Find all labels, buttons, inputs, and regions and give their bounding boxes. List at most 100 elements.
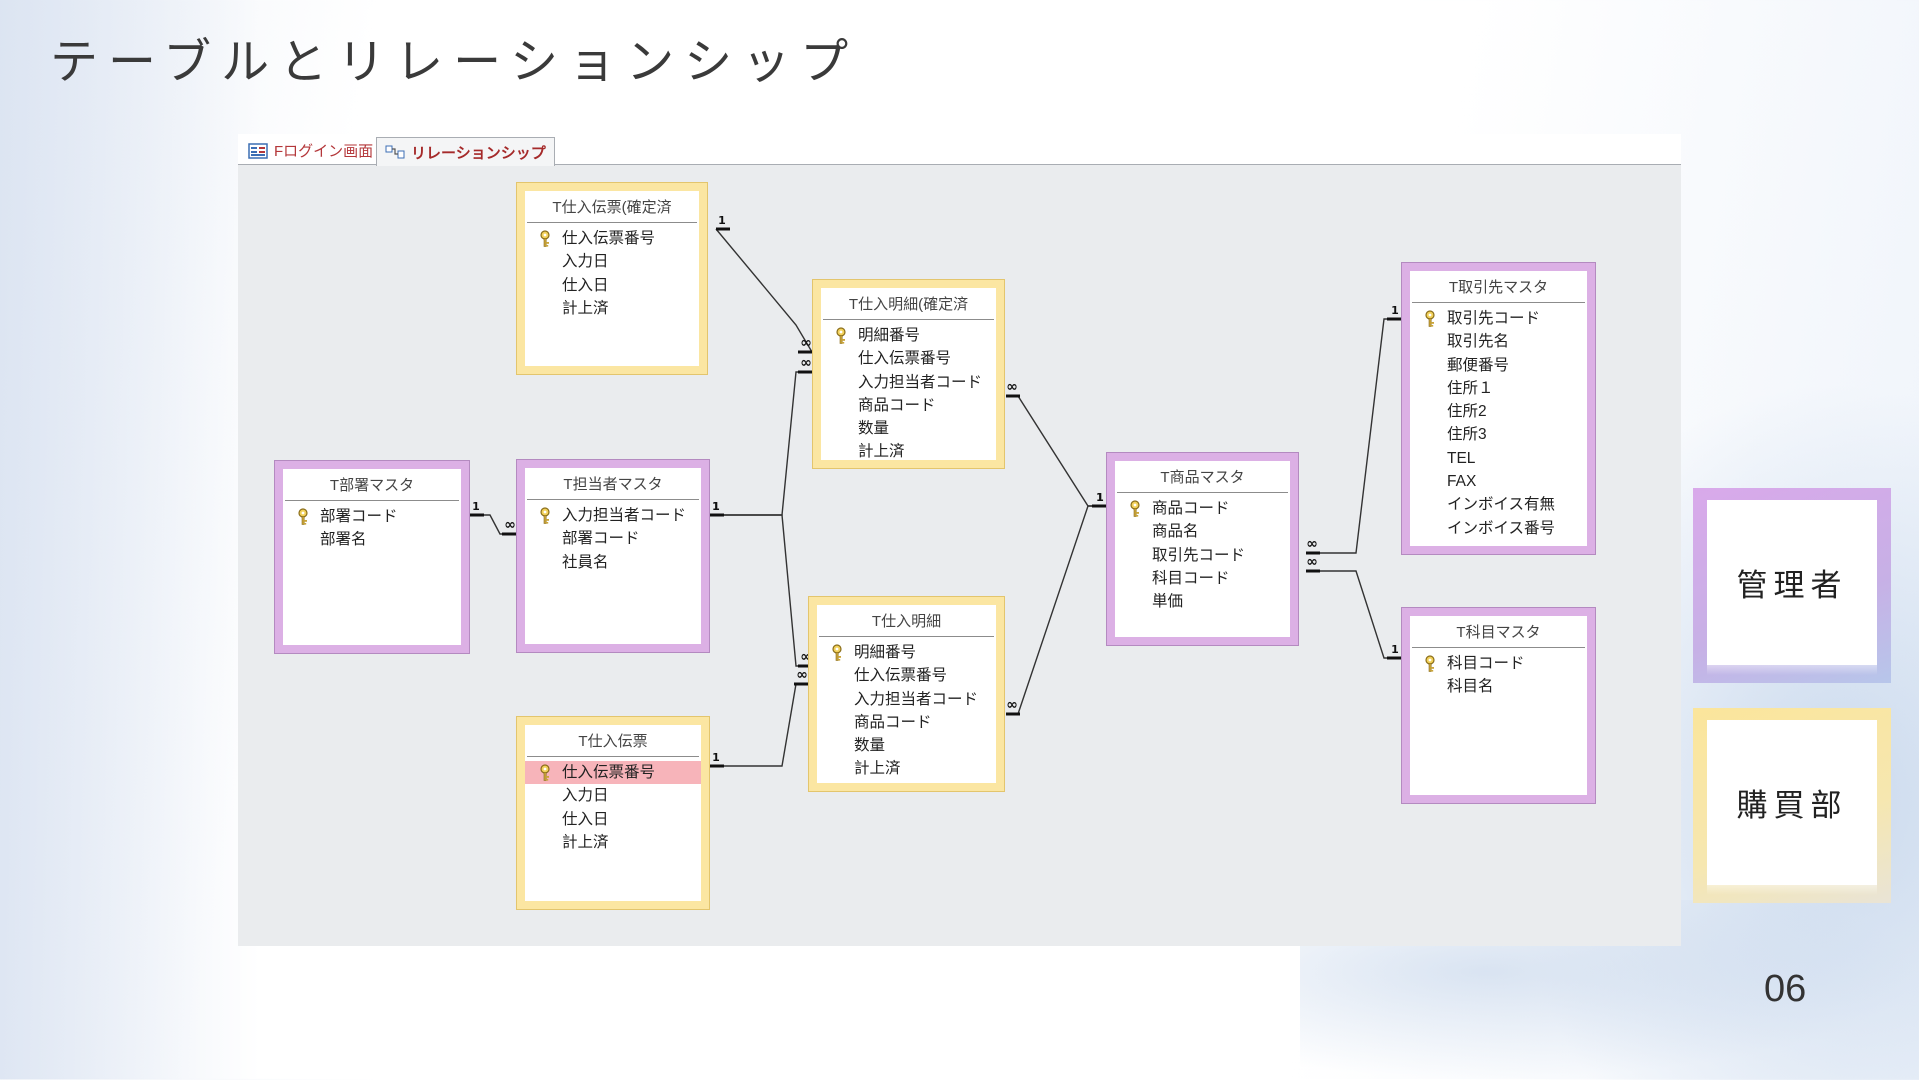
table-field[interactable]: 仕入伝票番号 — [817, 664, 996, 687]
relationship-line[interactable] — [710, 371, 812, 516]
table-field[interactable]: 部署名 — [283, 528, 461, 551]
table-field[interactable]: 科目コード — [1410, 652, 1587, 675]
table-field[interactable]: 科目名 — [1410, 675, 1587, 698]
field-list: 明細番号仕入伝票番号入力担当者コード商品コード数量計上済 — [821, 324, 996, 464]
table-field[interactable]: 住所3 — [1410, 423, 1587, 446]
relationship-line[interactable] — [1306, 570, 1401, 659]
table-t-shiire-denpyo-kakutei[interactable]: T仕入伝票(確定済仕入伝票番号入力日仕入日計上済 — [516, 182, 708, 375]
table-field[interactable]: 取引先コード — [1410, 307, 1587, 330]
field-name: 商品コード — [854, 713, 932, 731]
table-field[interactable]: 商品コード — [1115, 497, 1290, 520]
table-field[interactable]: 商品コード — [817, 711, 996, 734]
table-title[interactable]: T商品マスタ — [1117, 461, 1288, 493]
table-field[interactable]: 住所１ — [1410, 377, 1587, 400]
table-field[interactable]: 仕入日 — [525, 808, 701, 831]
table-title[interactable]: T部署マスタ — [285, 469, 459, 501]
field-name: 計上済 — [858, 443, 905, 461]
table-t-tantousha[interactable]: T担当者マスタ入力担当者コード部署コード社員名 — [516, 459, 710, 653]
table-field[interactable]: 住所2 — [1410, 400, 1587, 423]
table-title[interactable]: T科目マスタ — [1412, 616, 1585, 648]
cardinality-many-label: ∞ — [1006, 379, 1018, 395]
table-field[interactable]: 入力担当者コード — [817, 688, 996, 711]
table-t-shiire-meisai-kakutei[interactable]: T仕入明細(確定済明細番号仕入伝票番号入力担当者コード商品コード数量計上済 — [812, 279, 1005, 469]
table-field[interactable]: 取引先名 — [1410, 330, 1587, 353]
table-title[interactable]: T取引先マスタ — [1412, 271, 1585, 303]
primary-key-icon — [298, 508, 308, 525]
table-field[interactable]: 数量 — [817, 734, 996, 757]
table-body: T仕入明細(確定済明細番号仕入伝票番号入力担当者コード商品コード数量計上済 — [821, 288, 996, 460]
table-field[interactable]: 計上済 — [525, 831, 701, 854]
table-field[interactable]: 仕入伝票番号 — [525, 227, 699, 250]
relationship-line[interactable] — [710, 514, 812, 667]
table-title[interactable]: T仕入明細(確定済 — [823, 288, 994, 320]
table-field[interactable]: 入力担当者コード — [821, 371, 996, 394]
field-name: 入力日 — [562, 253, 609, 271]
table-field[interactable]: 商品コード — [821, 394, 996, 417]
table-field[interactable]: 取引先コード — [1115, 544, 1290, 567]
table-field[interactable]: 仕入日 — [525, 274, 699, 297]
table-field[interactable]: 社員名 — [525, 551, 701, 574]
field-list: 明細番号仕入伝票番号入力担当者コード商品コード数量計上済 — [817, 641, 996, 781]
relationship-line[interactable] — [710, 683, 808, 767]
table-t-busho[interactable]: T部署マスタ部署コード部署名 — [274, 460, 470, 654]
table-field[interactable]: 部署コード — [283, 505, 461, 528]
table-field[interactable]: インボイス有無 — [1410, 493, 1587, 516]
table-field[interactable]: インボイス番号 — [1410, 517, 1587, 540]
field-name: 入力担当者コード — [858, 373, 983, 391]
table-field[interactable]: 明細番号 — [821, 324, 996, 347]
table-field[interactable]: 科目コード — [1115, 567, 1290, 590]
table-field[interactable]: 商品名 — [1115, 520, 1290, 543]
field-name: 商品名 — [1152, 523, 1199, 541]
table-title[interactable]: T担当者マスタ — [527, 468, 699, 500]
table-title[interactable]: T仕入伝票 — [527, 725, 699, 757]
table-field[interactable]: 入力担当者コード — [525, 504, 701, 527]
relationship-line[interactable] — [715, 228, 813, 353]
cardinality-one-label: 1 — [712, 500, 720, 513]
tab-login-form[interactable]: Fログイン画面 — [240, 137, 381, 164]
table-field[interactable]: 仕入伝票番号 — [525, 761, 701, 785]
primary-key-icon — [1425, 310, 1435, 327]
table-field[interactable]: 入力日 — [525, 784, 701, 807]
table-field[interactable]: 計上済 — [525, 297, 699, 320]
table-field[interactable]: FAX — [1410, 470, 1587, 493]
relationship-line[interactable] — [1006, 505, 1106, 715]
table-field[interactable]: 明細番号 — [817, 641, 996, 664]
table-t-kamoku[interactable]: T科目マスタ科目コード科目名 — [1401, 607, 1596, 804]
field-list: 入力担当者コード部署コード社員名 — [525, 504, 701, 574]
field-name: 取引先コード — [1152, 546, 1246, 564]
cardinality-one-label: 1 — [472, 500, 480, 513]
field-name: 計上済 — [562, 299, 609, 317]
field-list: 仕入伝票番号入力日仕入日計上済 — [525, 227, 699, 320]
table-field[interactable]: 入力日 — [525, 250, 699, 273]
role-label-admin: 管理者 — [1707, 500, 1877, 675]
table-field[interactable]: 部署コード — [525, 527, 701, 550]
relationship-line[interactable] — [1306, 318, 1401, 554]
tab-relationships-label: リレーションシップ — [411, 144, 546, 162]
tab-relationships[interactable]: リレーションシップ — [376, 137, 555, 166]
document-tabbar: Fログイン画面 リレーションシップ — [238, 134, 1681, 166]
access-relationships-window: Fログイン画面 リレーションシップ 1∞1∞1∞1∞1∞1∞1∞1∞1∞T仕入伝… — [238, 134, 1681, 946]
primary-key-icon — [1425, 655, 1435, 672]
table-field[interactable]: TEL — [1410, 447, 1587, 470]
field-name: 住所１ — [1447, 379, 1494, 397]
table-t-shiire-denpyo[interactable]: T仕入伝票仕入伝票番号入力日仕入日計上済 — [516, 716, 710, 910]
table-t-shiire-meisai[interactable]: T仕入明細明細番号仕入伝票番号入力担当者コード商品コード数量計上済 — [808, 596, 1005, 792]
table-field[interactable]: 郵便番号 — [1410, 354, 1587, 377]
table-field[interactable]: 単価 — [1115, 590, 1290, 613]
primary-key-icon — [836, 327, 846, 344]
field-list: 部署コード部署名 — [283, 505, 461, 552]
table-title[interactable]: T仕入伝票(確定済 — [527, 191, 697, 223]
field-name: 商品コード — [1152, 500, 1230, 517]
table-title[interactable]: T仕入明細 — [819, 605, 994, 637]
table-field[interactable]: 仕入伝票番号 — [821, 347, 996, 370]
table-field[interactable]: 計上済 — [821, 440, 996, 463]
field-name: 入力担当者コード — [562, 507, 687, 524]
relationship-line[interactable] — [1006, 395, 1106, 507]
table-field[interactable]: 数量 — [821, 417, 996, 440]
field-name: 仕入日 — [562, 276, 609, 294]
table-field[interactable]: 計上済 — [817, 757, 996, 780]
field-name: 科目名 — [1447, 678, 1494, 696]
table-t-shohin[interactable]: T商品マスタ商品コード商品名取引先コード科目コード単価 — [1106, 452, 1299, 646]
